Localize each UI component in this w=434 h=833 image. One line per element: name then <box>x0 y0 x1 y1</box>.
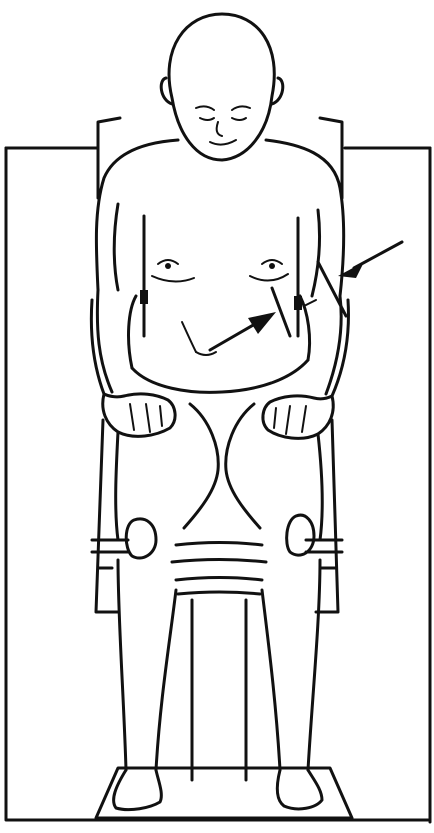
left-knee <box>126 519 156 558</box>
right-measurement-marker <box>294 218 302 336</box>
left-measurement-marker <box>140 216 148 336</box>
right-hand <box>263 396 333 438</box>
right-leg <box>262 560 320 770</box>
seat-bands <box>172 543 266 595</box>
arrow-left-pointer <box>210 312 276 350</box>
right-knee <box>287 515 314 555</box>
right-foot <box>277 770 322 809</box>
back-panel <box>6 148 430 822</box>
head <box>161 14 283 160</box>
chair-front-post <box>192 600 246 780</box>
left-foot <box>114 770 162 810</box>
left-hand <box>103 394 175 436</box>
torso <box>96 140 343 392</box>
arrow-right-pointer <box>338 242 402 278</box>
left-leg <box>118 560 176 770</box>
chair-back <box>98 118 342 198</box>
